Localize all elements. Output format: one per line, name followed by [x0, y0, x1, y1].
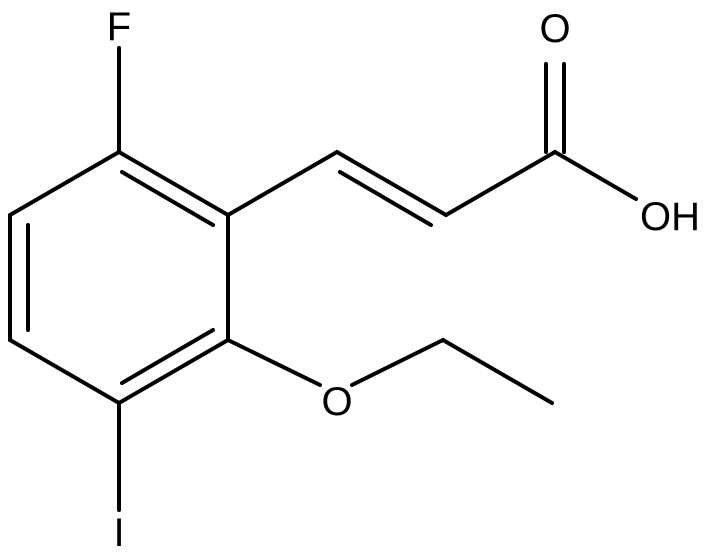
- bond-carboxyl-hydroxyl: [553, 150, 638, 201]
- ring-bond-c3-c4-inner: [120, 328, 215, 385]
- ring-bond-c1-c2: [117, 150, 230, 217]
- bond-ch2-ch3: [441, 338, 554, 405]
- ring-bond-c4-c5: [8, 338, 121, 405]
- bond-vinyl-carboxyl: [444, 150, 557, 217]
- hydroxyl-label: OH: [640, 195, 700, 239]
- bond-vinyl-double: [335, 150, 448, 217]
- ring-bond-c6-c1: [8, 150, 121, 217]
- carbonyl-oxygen-label: O: [539, 7, 570, 51]
- bond-ether-oxygen-ch2: [350, 338, 445, 387]
- ether-oxygen-label: O: [321, 380, 352, 424]
- benzene-ring: [8, 150, 230, 405]
- fluorine-label: F: [107, 5, 131, 49]
- bond-c3-ether-oxygen: [226, 338, 322, 387]
- ring-bond-c3-c4: [117, 338, 230, 405]
- bond-c2-vinyl: [226, 150, 339, 217]
- iodine-label: I: [113, 511, 124, 552]
- ring-bond-c1-c2-inner: [120, 170, 215, 227]
- bond-vinyl-double-inner: [338, 170, 433, 227]
